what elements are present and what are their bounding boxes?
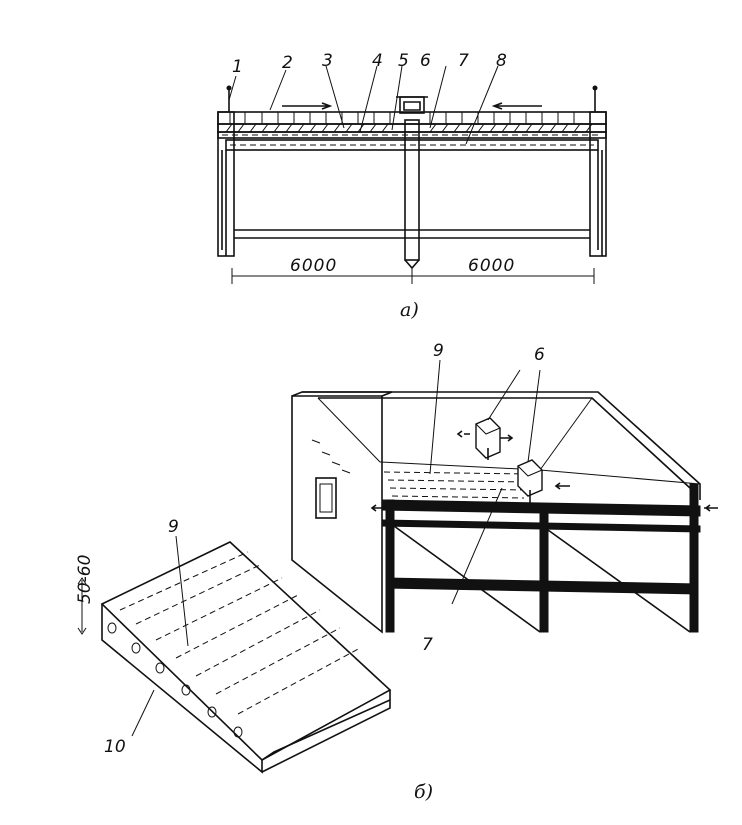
column-right	[689, 483, 699, 633]
middle-column	[404, 119, 420, 261]
end-wall-vents	[311, 439, 351, 474]
left-wall-inner	[221, 150, 227, 256]
floor-beam	[234, 229, 590, 239]
label-7: 7	[458, 51, 469, 71]
panel-leaders	[131, 535, 189, 737]
panel-side-face	[261, 690, 391, 773]
label-9-roof: 9	[433, 341, 444, 361]
column-front	[385, 499, 395, 633]
label-9-panel: 9	[168, 517, 179, 537]
label-2: 2	[282, 53, 293, 73]
vent-cap-1-top	[475, 423, 501, 435]
insulation-hatch	[225, 123, 593, 133]
label-5: 5	[398, 51, 409, 71]
label-6-vents: 6	[534, 345, 545, 365]
end-wall-window	[315, 477, 337, 519]
label-3: 3	[322, 51, 333, 71]
right-wall-inner	[597, 150, 603, 256]
flow-arrow-left	[282, 102, 333, 110]
core-holes	[107, 622, 243, 738]
roof-parapet	[302, 391, 701, 500]
label-8: 8	[496, 51, 507, 71]
span-right-dimension: 6000	[468, 256, 515, 276]
leader-lines-b	[429, 359, 541, 605]
insulation-layer	[217, 123, 607, 133]
arrow-vent-1-right	[500, 434, 514, 442]
thickness-dimension	[77, 577, 87, 635]
end-wall	[291, 395, 383, 634]
vent-cap-top	[396, 96, 428, 111]
figure-b-building: 9 6 7	[291, 341, 718, 655]
leader-lines-a	[228, 65, 499, 145]
vent-cap-1	[475, 417, 501, 459]
end-posts	[228, 88, 596, 112]
caption-b: б)	[414, 781, 433, 803]
caption-a: а)	[400, 299, 419, 321]
thickness-label: 50-60	[75, 555, 95, 604]
left-post-top	[226, 85, 232, 91]
label-7-pipe: 7	[422, 635, 433, 655]
panel-top-face	[100, 541, 392, 761]
label-6: 6	[420, 51, 431, 71]
arrow-vent-2	[554, 482, 570, 490]
label-1: 1	[232, 57, 243, 77]
roof-blocks	[229, 112, 591, 124]
panel-front-face	[101, 604, 263, 774]
column-middle	[539, 503, 549, 633]
roof-covering-layer	[217, 111, 607, 125]
end-wall-window-inner	[319, 483, 333, 513]
right-wall	[589, 111, 607, 257]
basin-water	[383, 471, 531, 499]
span-left-dimension: 6000	[290, 256, 337, 276]
floor-beam-b	[385, 577, 699, 595]
panel-cores	[119, 551, 361, 715]
figure-a-section: 1 2 3 4 5 6 7 8 6000 6000 а)	[217, 51, 607, 321]
roof-slab	[225, 139, 599, 151]
arrow-right-side	[704, 504, 718, 512]
hollow-core-panel: 9 50-60 10	[75, 517, 392, 774]
vent-cap-2	[517, 459, 543, 497]
vent-cap-2-top	[517, 465, 543, 477]
label-10: 10	[104, 737, 126, 757]
label-4: 4	[372, 51, 383, 71]
roof-parapet-inner	[318, 397, 691, 489]
flow-arrow-right	[491, 102, 542, 110]
dimension-line	[231, 268, 595, 284]
arrow-left-side	[370, 504, 386, 512]
roof-valleys	[317, 397, 691, 489]
panel-edge	[261, 699, 391, 761]
frame-diagonals	[393, 525, 691, 633]
arrow-vent-1-left	[456, 430, 470, 438]
right-post-top	[592, 85, 598, 91]
middle-column-base	[404, 259, 420, 270]
